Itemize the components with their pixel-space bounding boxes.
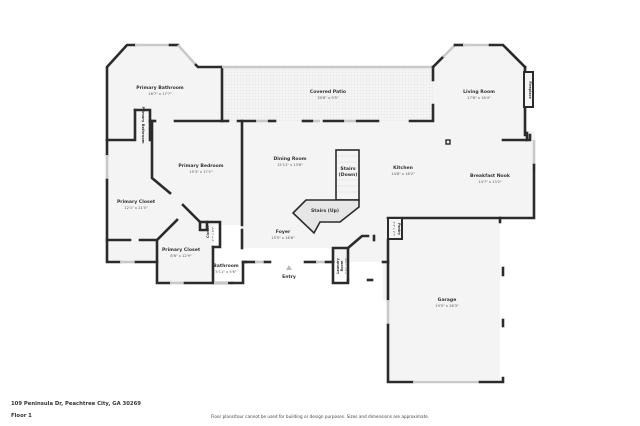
label-primary-bathroom: Primary Bathroom (136, 85, 184, 91)
dim-primary-bathroom: 16'7" x 17'7" (148, 92, 172, 96)
dim-garage: 19'5" x 26'3" (435, 304, 459, 308)
dim-primary-closet-1: 12'1" x 21'5" (124, 206, 148, 210)
label-breakfast-nook: Breakfast Nook (470, 173, 511, 179)
dim-bathroom: 5'11" x 5'6" (215, 270, 236, 274)
address: 109 Peninsula Dr, Peachtree City, GA 302… (11, 401, 141, 407)
label-garage: Garage (438, 297, 457, 303)
dim-living-room: 17'8" x 16'4" (467, 96, 491, 100)
room-labels: Primary Bathroom 16'7" x 17'7" Primary B… (117, 81, 532, 308)
label-bathroom: Bathroom (213, 263, 239, 269)
label-primary-bathroom-small: Primary Bathroom (141, 106, 145, 143)
dim-covered-patio: 30'8" x 9'5" (317, 96, 338, 100)
label-laundry: Laundry (336, 257, 340, 273)
label-stairs-down-2: (Down) (339, 172, 358, 178)
label-stairs-down: Stairs (340, 166, 355, 172)
dim-pantry: 2'3" x 2'7" (392, 222, 396, 237)
label-kitchen: Kitchen (393, 165, 413, 171)
label-entry: Entry (282, 274, 296, 280)
label-stairs-up: Stairs (Up) (311, 208, 339, 214)
dim-primary-closet-2: 8'6" x 12'9" (170, 254, 191, 258)
label-pantry: Pantry (397, 223, 401, 236)
floor-label: Floor 1 (11, 413, 32, 419)
dim-closet: 2'7" x 4'5" (211, 226, 215, 241)
label-covered-patio: Covered Patio (310, 89, 346, 95)
label-living-room: Living Room (463, 89, 495, 95)
dim-laundry: 7'11" x 5'8" (344, 257, 348, 274)
label-primary-closet-1: Primary Closet (117, 199, 156, 205)
disclaimer: Floor plans/tour cannot be used for buil… (210, 414, 430, 419)
label-laundry-2: Room (340, 260, 344, 271)
label-fireplace: Fireplace (528, 81, 532, 99)
walls (105, 43, 536, 384)
dim-dining-room: 15'11" x 13'8" (277, 163, 303, 167)
dim-foyer: 15'5" x 16'6" (271, 236, 295, 240)
label-primary-bedroom: Primary Bedroom (178, 163, 223, 169)
dim-primary-bedroom: 15'3" x 17'1" (189, 170, 213, 174)
label-closet: Closet (206, 226, 210, 238)
dim-breakfast-nook: 14'7" x 13'2" (478, 180, 502, 184)
dim-kitchen: 14'8" x 16'2" (391, 172, 415, 176)
label-foyer: Foyer (276, 229, 291, 235)
floor-fill (107, 45, 535, 380)
label-primary-closet-2: Primary Closet (162, 247, 201, 253)
label-dining-room: Dining Room (273, 156, 306, 162)
